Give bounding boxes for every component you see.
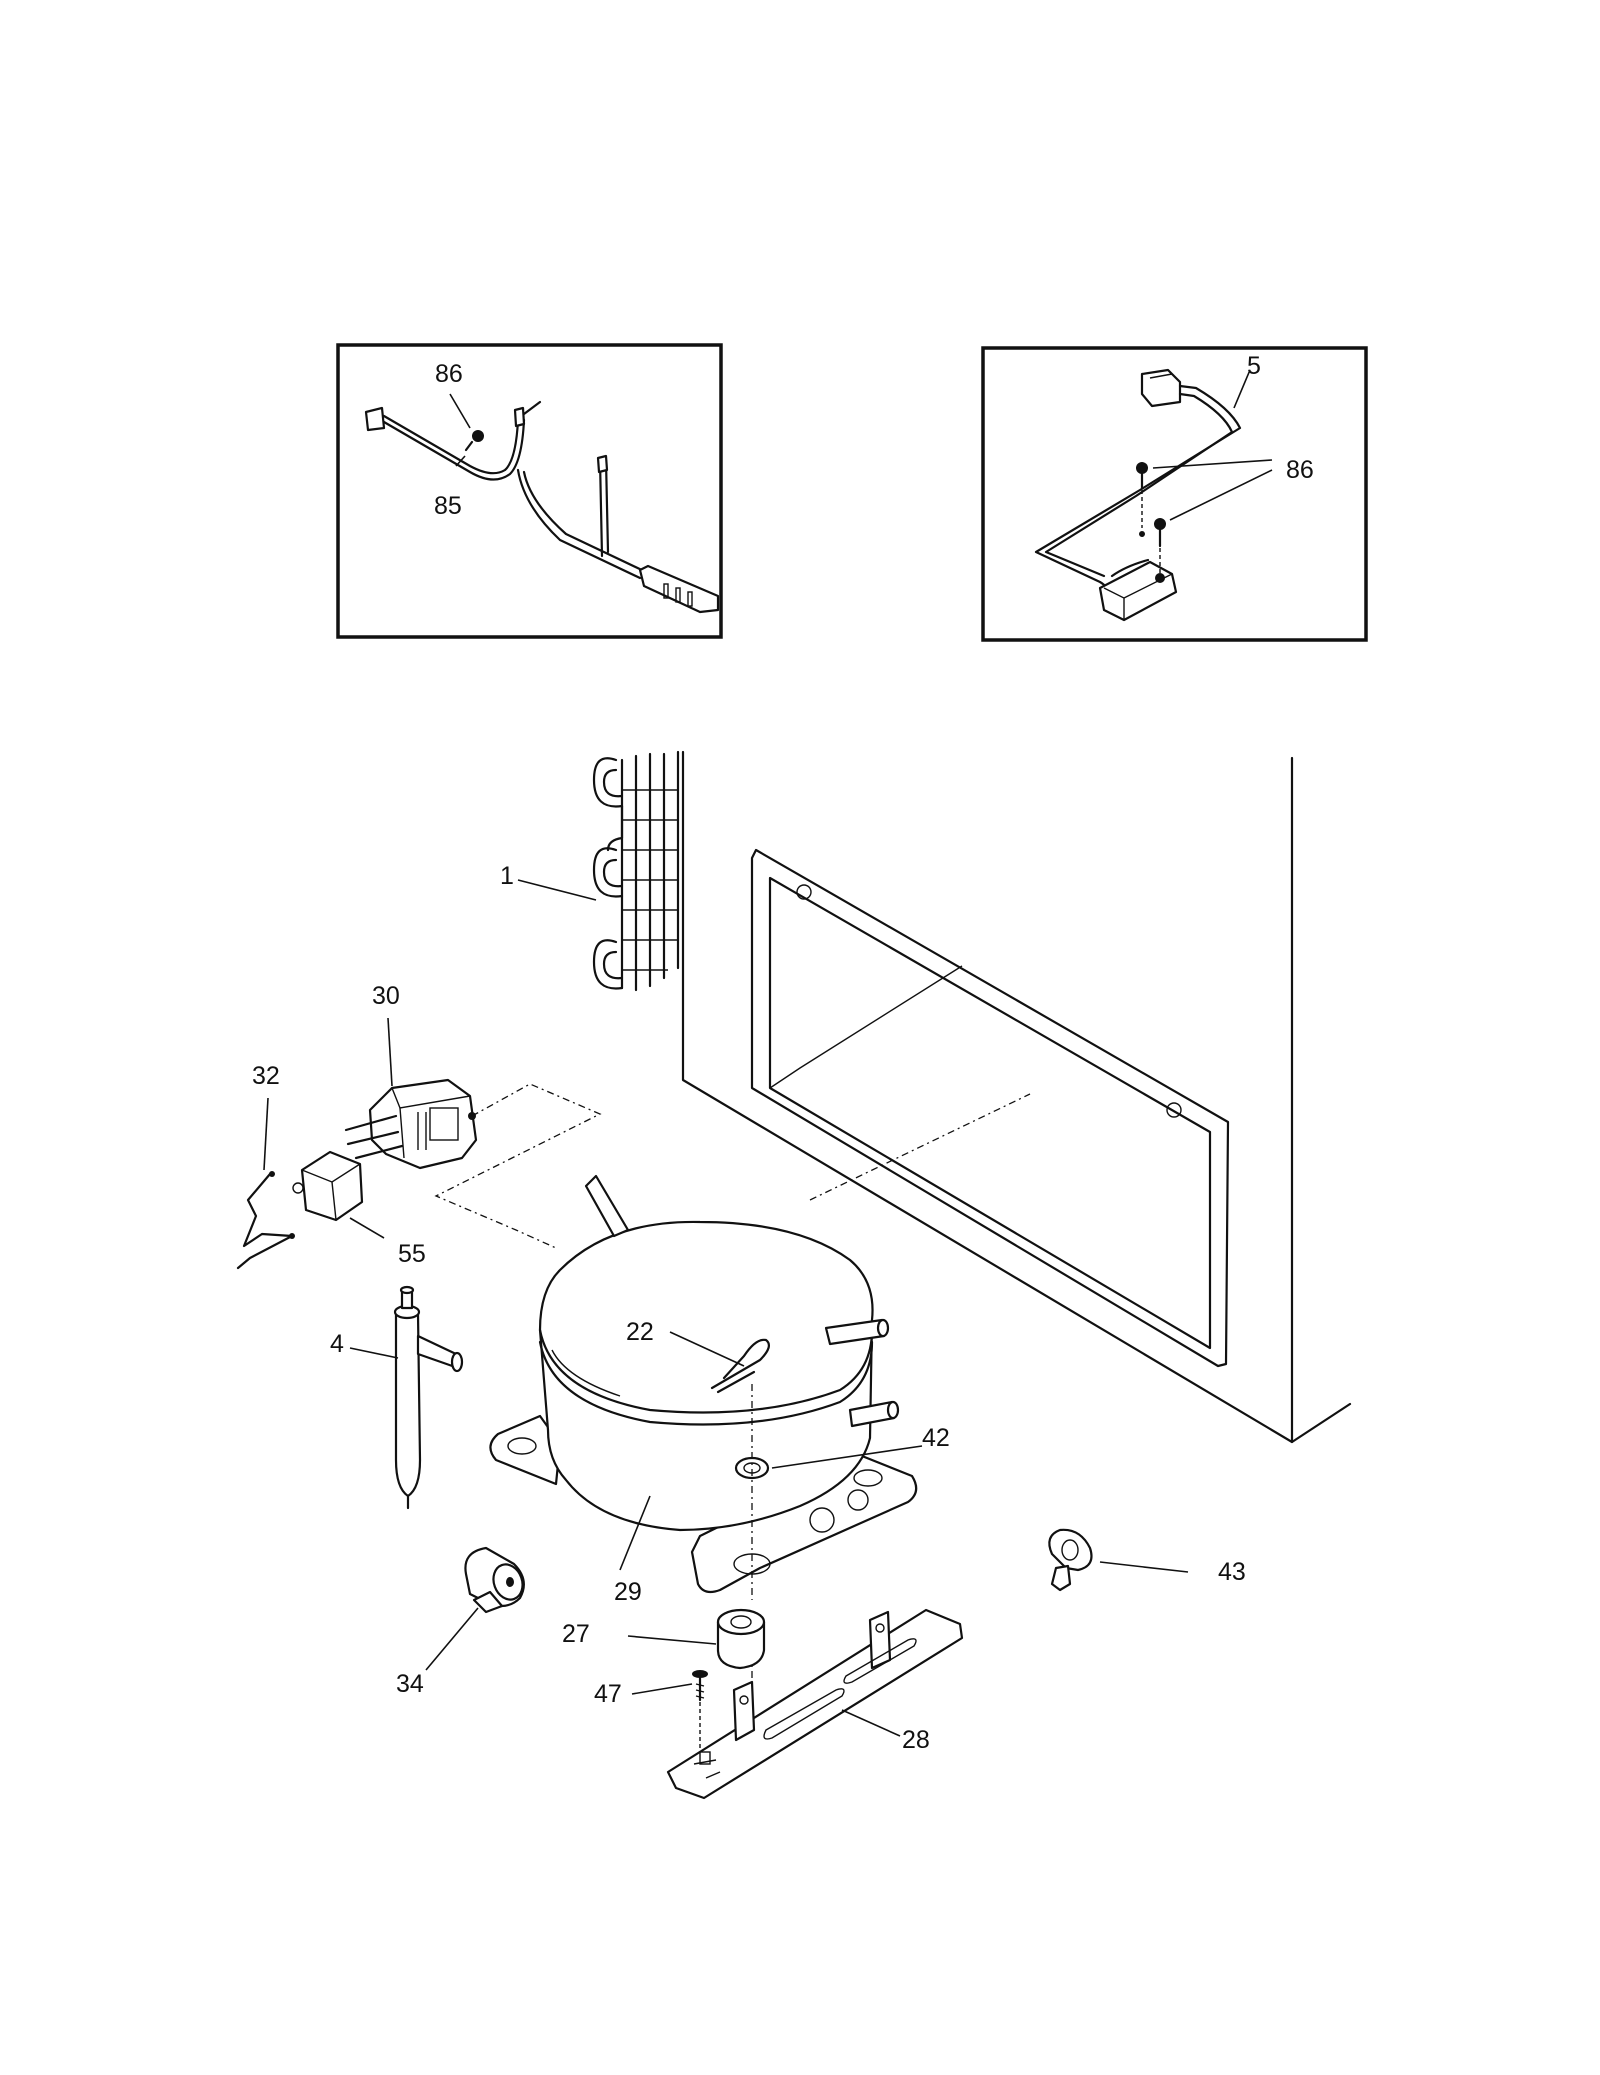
overload-part-55: [292, 1150, 364, 1222]
callout-28: 28: [902, 1726, 930, 1754]
bracket-part-28: [666, 1608, 964, 1800]
wire-harness-part-85: [364, 400, 720, 614]
callout-55: 55: [398, 1240, 426, 1268]
callout-32: 32: [252, 1062, 280, 1090]
grommet-part-27: [716, 1608, 766, 1670]
sleeve-part-34: [464, 1546, 525, 1614]
callout-30: 30: [372, 982, 400, 1010]
clamp-part-43: [1048, 1528, 1093, 1592]
callout-42: 42: [922, 1424, 950, 1452]
inset-wire-harness: 86 85: [336, 343, 723, 639]
clip-part-32: [236, 1171, 295, 1270]
relay-part-30: [344, 1078, 478, 1170]
callout-1: 1: [500, 862, 514, 890]
callout-85: 85: [434, 492, 462, 520]
callout-22: 22: [626, 1318, 654, 1346]
callout-5: 5: [1247, 352, 1261, 380]
callout-4: 4: [330, 1330, 344, 1358]
callout-34: 34: [396, 1670, 424, 1698]
callout-43: 43: [1218, 1558, 1246, 1586]
screw-part-47: [692, 1670, 708, 1750]
callout-86: 86: [435, 360, 463, 388]
screw-part-86-inset1: [464, 430, 484, 452]
inset-overload-wire: 5 86: [981, 346, 1368, 642]
screw-part-86-inset2: [1136, 462, 1166, 574]
wire-part-5: [1034, 368, 1242, 622]
compressor-part-29: [489, 1174, 918, 1770]
callout-27: 27: [562, 1620, 590, 1648]
drier-part-4: [393, 1285, 464, 1510]
callout-86: 86: [1286, 456, 1314, 484]
callout-47: 47: [594, 1680, 622, 1708]
callout-29: 29: [614, 1578, 642, 1606]
condenser-part-1: [592, 750, 680, 992]
cabinet-compartment: [681, 750, 1352, 1444]
pin-part-22: [710, 1338, 770, 1394]
